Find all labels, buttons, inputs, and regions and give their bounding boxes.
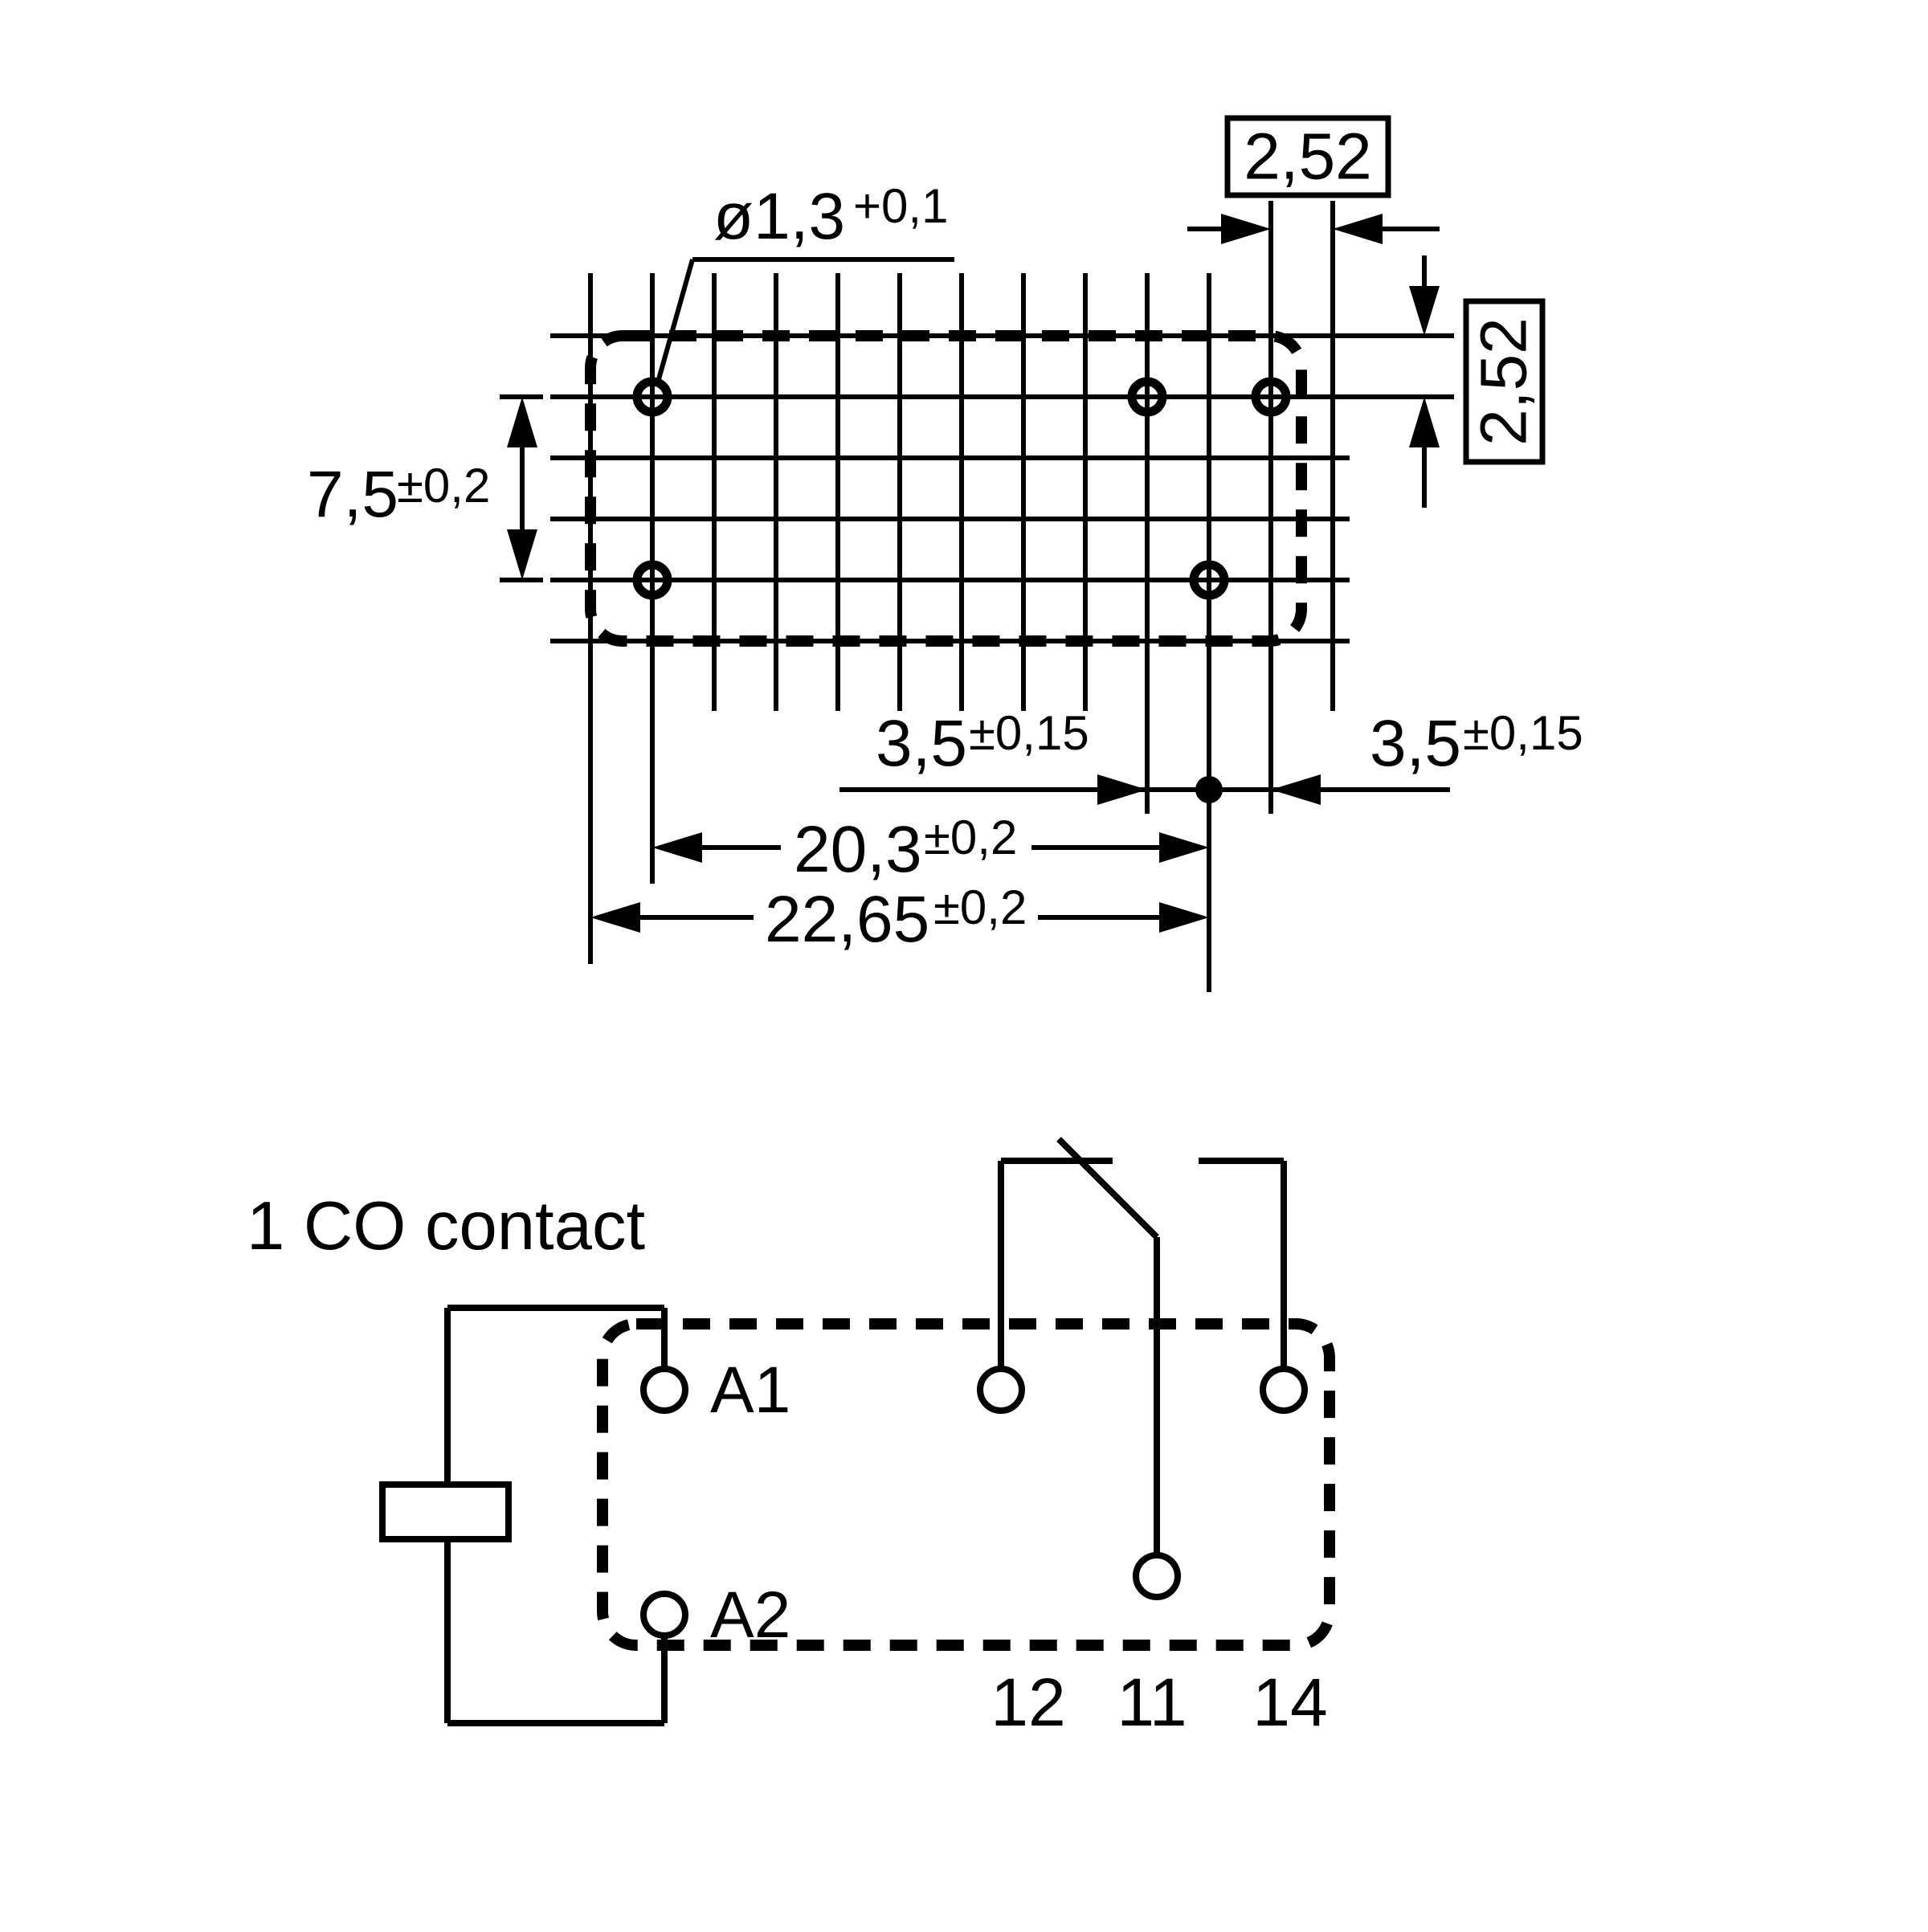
- dim-hole-diameter: ø1,3 +0,1: [656, 179, 954, 380]
- label-a2: A2: [710, 1579, 790, 1652]
- arrowhead-up: [1409, 397, 1440, 447]
- switch-blade: [1056, 1137, 1159, 1240]
- dim-3-5-pair: 3,5 ±0,15 3,5 ±0,15: [839, 706, 1583, 805]
- dim-20-3: 20,3 ±0,2: [652, 811, 1209, 886]
- arrowhead-left: [590, 902, 640, 933]
- pcb-drilling-plan: ø1,3 +0,1 2,52 2,52 7,5 ±0,2: [307, 115, 1583, 992]
- dim-7-5-value: 7,5: [307, 458, 398, 531]
- terminal-a1: [640, 1366, 688, 1414]
- terminal-12: [977, 1366, 1025, 1414]
- dim-22-65-value: 22,65: [765, 883, 929, 956]
- drill-holes: [632, 377, 1291, 600]
- dimension-box: [1463, 298, 1546, 465]
- label-a1: A1: [710, 1354, 790, 1427]
- pitch-vertical-label: 2,52: [1468, 317, 1541, 446]
- arrowhead-left: [1333, 214, 1383, 244]
- hole-diameter-label: ø1,3: [713, 180, 845, 253]
- relay-body-outline: [597, 1318, 1335, 1651]
- terminal-circles: [640, 1366, 1308, 1639]
- arrowhead-down: [1409, 286, 1440, 336]
- arrowhead-left: [652, 832, 702, 863]
- arrowhead-right: [1097, 774, 1147, 805]
- grid-rows: [550, 333, 1454, 643]
- drill-hole-11: [1189, 560, 1229, 600]
- drill-hole-14: [1251, 377, 1291, 417]
- label-12: 12: [991, 1664, 1065, 1740]
- dimension-origin-dot: [1195, 776, 1223, 803]
- contact-schematic: 1 CO contact: [247, 1137, 1335, 1740]
- relay-footprint-outline: [585, 330, 1307, 647]
- contact-circuit: [998, 1137, 1287, 1555]
- arrowhead-down: [507, 529, 537, 580]
- pitch-horizontal-label: 2,52: [1244, 120, 1372, 194]
- schematic-title: 1 CO contact: [247, 1188, 645, 1264]
- terminal-a2: [640, 1591, 688, 1639]
- dim-7-5-tolerance: ±0,2: [397, 459, 490, 513]
- arrowhead-right: [1159, 832, 1209, 863]
- coil-symbol: [379, 1481, 512, 1542]
- terminal-14: [1260, 1366, 1308, 1414]
- terminal-11: [1133, 1552, 1181, 1600]
- arrowhead-right: [1159, 902, 1209, 933]
- dim-22-65-tolerance: ±0,2: [933, 880, 1027, 934]
- dim-3-5-left-tolerance: ±0,15: [969, 706, 1089, 760]
- dimension-box: [1224, 115, 1391, 198]
- dim-20-3-tolerance: ±0,2: [924, 811, 1017, 864]
- dim-22-65: 22,65 ±0,2: [590, 880, 1209, 956]
- dim-3-5-left-value: 3,5: [876, 707, 967, 780]
- label-14: 14: [1252, 1664, 1327, 1740]
- dim-3-5-right-tolerance: ±0,15: [1463, 706, 1583, 760]
- drill-hole-a2: [632, 560, 672, 600]
- drill-hole-a1: [632, 377, 672, 417]
- hole-diameter-tolerance: +0,1: [853, 179, 948, 233]
- drill-hole-12: [1127, 377, 1167, 417]
- coil-circuit: [379, 1305, 668, 1726]
- dim-pitch-vertical: 2,52: [1409, 255, 1546, 508]
- grid-columns: [588, 201, 1335, 992]
- arrowhead-up: [507, 397, 537, 447]
- arrowhead-right: [1221, 214, 1271, 244]
- label-11: 11: [1117, 1664, 1187, 1740]
- terminal-labels: A1 A2 12 11 14: [710, 1354, 1328, 1740]
- dim-pitch-horizontal: 2,52: [1187, 115, 1440, 244]
- leader-line: [656, 259, 695, 380]
- arrowhead-left: [1271, 774, 1321, 805]
- dim-3-5-right-value: 3,5: [1370, 707, 1461, 780]
- dim-20-3-value: 20,3: [794, 813, 922, 886]
- dim-7-5: 7,5 ±0,2: [307, 394, 543, 582]
